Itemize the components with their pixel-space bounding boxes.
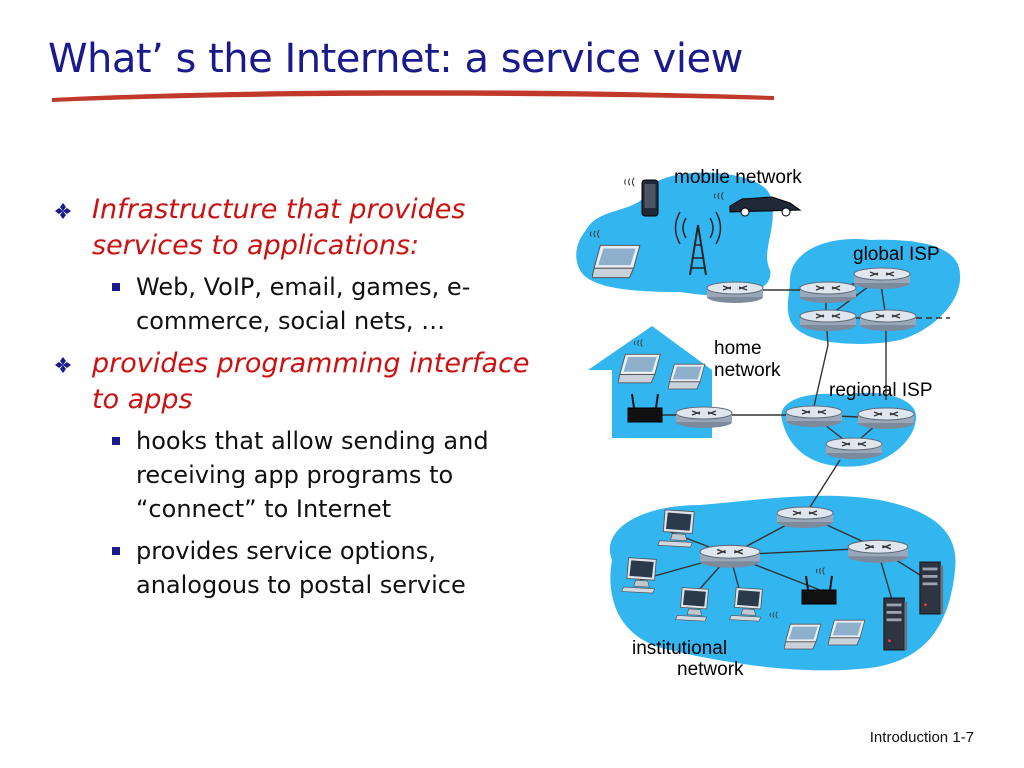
router-icon xyxy=(675,406,733,429)
sub-bullet-text: provides service options, analogous to p… xyxy=(136,537,466,599)
home-network-label-line1: home xyxy=(714,338,762,359)
institutional-network-label-line2: network xyxy=(677,659,744,680)
sub-bullet-list: hooks that allow sending and receiving a… xyxy=(92,424,554,602)
cell-tower-icon xyxy=(674,211,722,276)
mobile-network-label: mobile network xyxy=(674,167,802,188)
home-network-label-line2: network xyxy=(714,360,781,381)
square-bullet-icon xyxy=(112,547,120,555)
bullet-item: provides programming interface to apps h… xyxy=(54,346,554,602)
network-diagram xyxy=(576,172,961,671)
car-icon xyxy=(729,196,802,217)
router-icon xyxy=(847,539,909,564)
bullet-item: Infrastructure that provides services to… xyxy=(54,192,554,338)
regional-isp-label: regional ISP xyxy=(829,380,933,401)
router-icon xyxy=(799,281,857,304)
wireless-signal-icon xyxy=(624,177,635,187)
diamond-bullet-icon xyxy=(55,357,71,373)
sub-bullet-item: provides service options, analogous to p… xyxy=(92,534,554,602)
sub-bullet-item: hooks that allow sending and receiving a… xyxy=(92,424,554,526)
router-icon xyxy=(853,267,911,290)
router-icon xyxy=(776,506,834,529)
global-isp-label: global ISP xyxy=(853,244,940,265)
sub-bullet-item: Web, VoIP, email, games, e-commerce, soc… xyxy=(92,270,554,338)
smartphone-icon xyxy=(641,179,659,217)
router-icon xyxy=(785,405,843,428)
sub-bullet-text: Web, VoIP, email, games, e-commerce, soc… xyxy=(136,273,471,335)
bullet-text: provides programming interface to apps xyxy=(92,348,530,415)
server-icon xyxy=(919,561,944,615)
server-icon xyxy=(883,597,908,651)
bullet-list: Infrastructure that provides services to… xyxy=(54,192,554,610)
wifi-access-point-icon xyxy=(627,393,663,423)
slide-footer: Introduction 1-7 xyxy=(869,729,974,746)
slide-title: What’ s the Internet: a service view xyxy=(48,36,743,82)
square-bullet-icon xyxy=(112,437,120,445)
sub-bullet-text: hooks that allow sending and receiving a… xyxy=(136,427,489,523)
bullet-text: Infrastructure that provides services to… xyxy=(92,194,466,261)
diamond-bullet-icon xyxy=(55,203,71,219)
router-icon xyxy=(825,437,883,460)
router-icon xyxy=(857,407,915,430)
institutional-network-label-line1: institutional xyxy=(632,638,728,659)
title-underline xyxy=(52,90,774,102)
router-icon xyxy=(799,309,857,332)
router-icon xyxy=(859,309,917,332)
wifi-access-point-icon xyxy=(801,575,837,605)
router-icon xyxy=(699,544,761,569)
square-bullet-icon xyxy=(112,283,120,291)
institutional-network-cloud xyxy=(609,495,956,671)
router-icon xyxy=(706,281,764,304)
sub-bullet-list: Web, VoIP, email, games, e-commerce, soc… xyxy=(92,270,554,338)
